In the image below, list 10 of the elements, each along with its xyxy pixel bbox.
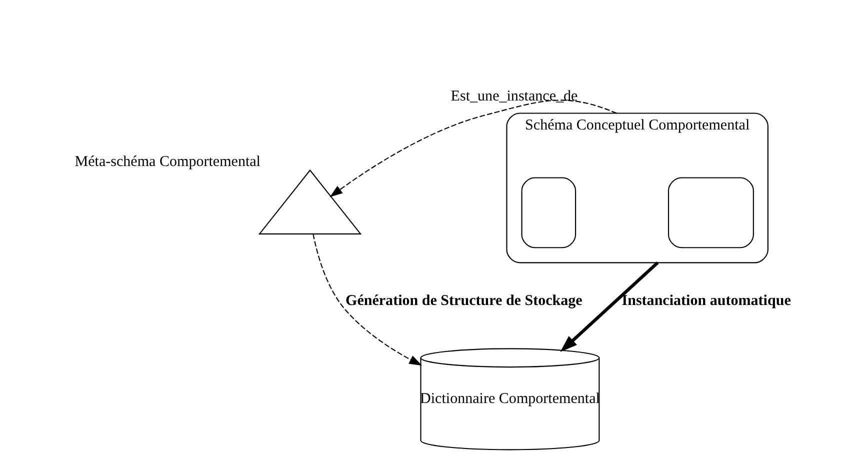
arrow	[560, 260, 658, 352]
edge-label: Est_une_instance_de	[450, 88, 578, 104]
edge-label: Génération de Structure de Stockage	[345, 292, 582, 308]
node-box	[667, 176, 754, 248]
edge-label: Instanciation automatique	[621, 292, 790, 308]
node-box	[520, 176, 576, 248]
arrow	[329, 99, 616, 197]
cluster: Schéma Conceptuel Comportemental	[506, 112, 768, 263]
arrow	[312, 233, 422, 366]
node-label: Méta-schéma Comportemental	[74, 154, 260, 170]
